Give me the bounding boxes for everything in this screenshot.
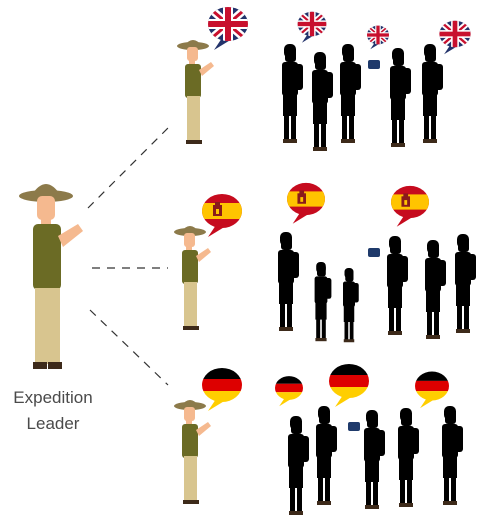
connector-line-top <box>87 127 169 209</box>
traveler: .s3 .hair{fill:#e8752a}.s3 .skin{fill:#f… <box>343 268 359 343</box>
uk-flag-icon <box>206 5 250 50</box>
traveler: .g5 .hair{fill:#5a3a22}.g5 .skin{fill:#f… <box>442 406 463 505</box>
traveler: .t2 .hair{fill:#5a3a22}.t2 .skin{fill:#e… <box>312 52 333 151</box>
traveler: .s4 .hair{fill:#f0c070}.s4 .skin{fill:#f… <box>387 236 408 335</box>
spain-flag-icon <box>285 181 327 224</box>
expedition-leader-figure <box>19 184 83 369</box>
traveler: .t3 .hair{fill:#e8752a}.t3 .skin{fill:#f… <box>340 44 361 143</box>
guide-figure-german <box>174 400 211 504</box>
germany-flag-icon <box>200 366 244 411</box>
uk-flag-icon <box>296 10 328 42</box>
spain-flag-icon <box>200 192 244 237</box>
camera-icon <box>348 422 360 431</box>
uk-flag-icon <box>438 19 472 54</box>
germany-flag-icon <box>327 362 371 407</box>
germany-flag-icon <box>274 375 305 407</box>
spain-flag-icon <box>389 184 431 227</box>
traveler: .s2 .hair{fill:#e8752a}.s2 .skin{fill:#f… <box>314 262 332 342</box>
traveler: .s5 .hair{fill:#5a3a22}.s5 .skin{fill:#e… <box>425 240 446 339</box>
travelers-german: .g1 .hair{fill:#2a1a10}.g1 .skin{fill:#7… <box>288 406 463 515</box>
leader-caption: Expedition Leader <box>0 387 106 435</box>
traveler: .g2 .hair{fill:#e8752a}.g2 .skin{fill:#f… <box>316 406 337 505</box>
germany-flag-icon <box>413 370 450 408</box>
guide-figure-spanish <box>174 226 211 330</box>
german-group: .g1 .hair{fill:#2a1a10}.g1 .skin{fill:#7… <box>174 362 463 515</box>
english-group: .t1 .hair{fill:#3d2a1a}.t1 .skin{fill:#f… <box>177 5 472 151</box>
camera-icon <box>368 60 380 69</box>
connector-line-bottom <box>89 309 169 386</box>
traveler: .s1 .hair{fill:#5a3a22}.s1 .skin{fill:#f… <box>278 232 299 331</box>
leader-caption-line1: Expedition <box>13 388 93 407</box>
connector-lines <box>87 127 169 386</box>
camera-icon <box>368 248 380 257</box>
traveler: .g1 .hair{fill:#2a1a10}.g1 .skin{fill:#7… <box>288 416 309 515</box>
travelers-english: .t1 .hair{fill:#3d2a1a}.t1 .skin{fill:#f… <box>282 44 443 151</box>
uk-flag-icon <box>366 25 390 50</box>
traveler: .t4 .hair{fill:#f0c070}.t4 .skin{fill:#f… <box>390 48 411 147</box>
traveler: .t5 .hair{fill:#2a1a10}.t5 .skin{fill:#7… <box>422 44 443 143</box>
traveler: .t1 .hair{fill:#3d2a1a}.t1 .skin{fill:#f… <box>282 44 303 143</box>
leader-caption-line2: Leader <box>26 414 80 433</box>
guide-figure-english <box>177 40 214 144</box>
traveler: .g3 .hair{fill:#f0c070}.g3 .skin{fill:#f… <box>364 410 385 509</box>
spanish-group: .s1 .hair{fill:#5a3a22}.s1 .skin{fill:#f… <box>174 181 476 343</box>
traveler: .g4 .hair{fill:#e8752a}.g4 .skin{fill:#f… <box>398 408 419 507</box>
traveler: .s6 .hair{fill:#6a3a22}.s6 .skin{fill:#f… <box>455 234 476 333</box>
